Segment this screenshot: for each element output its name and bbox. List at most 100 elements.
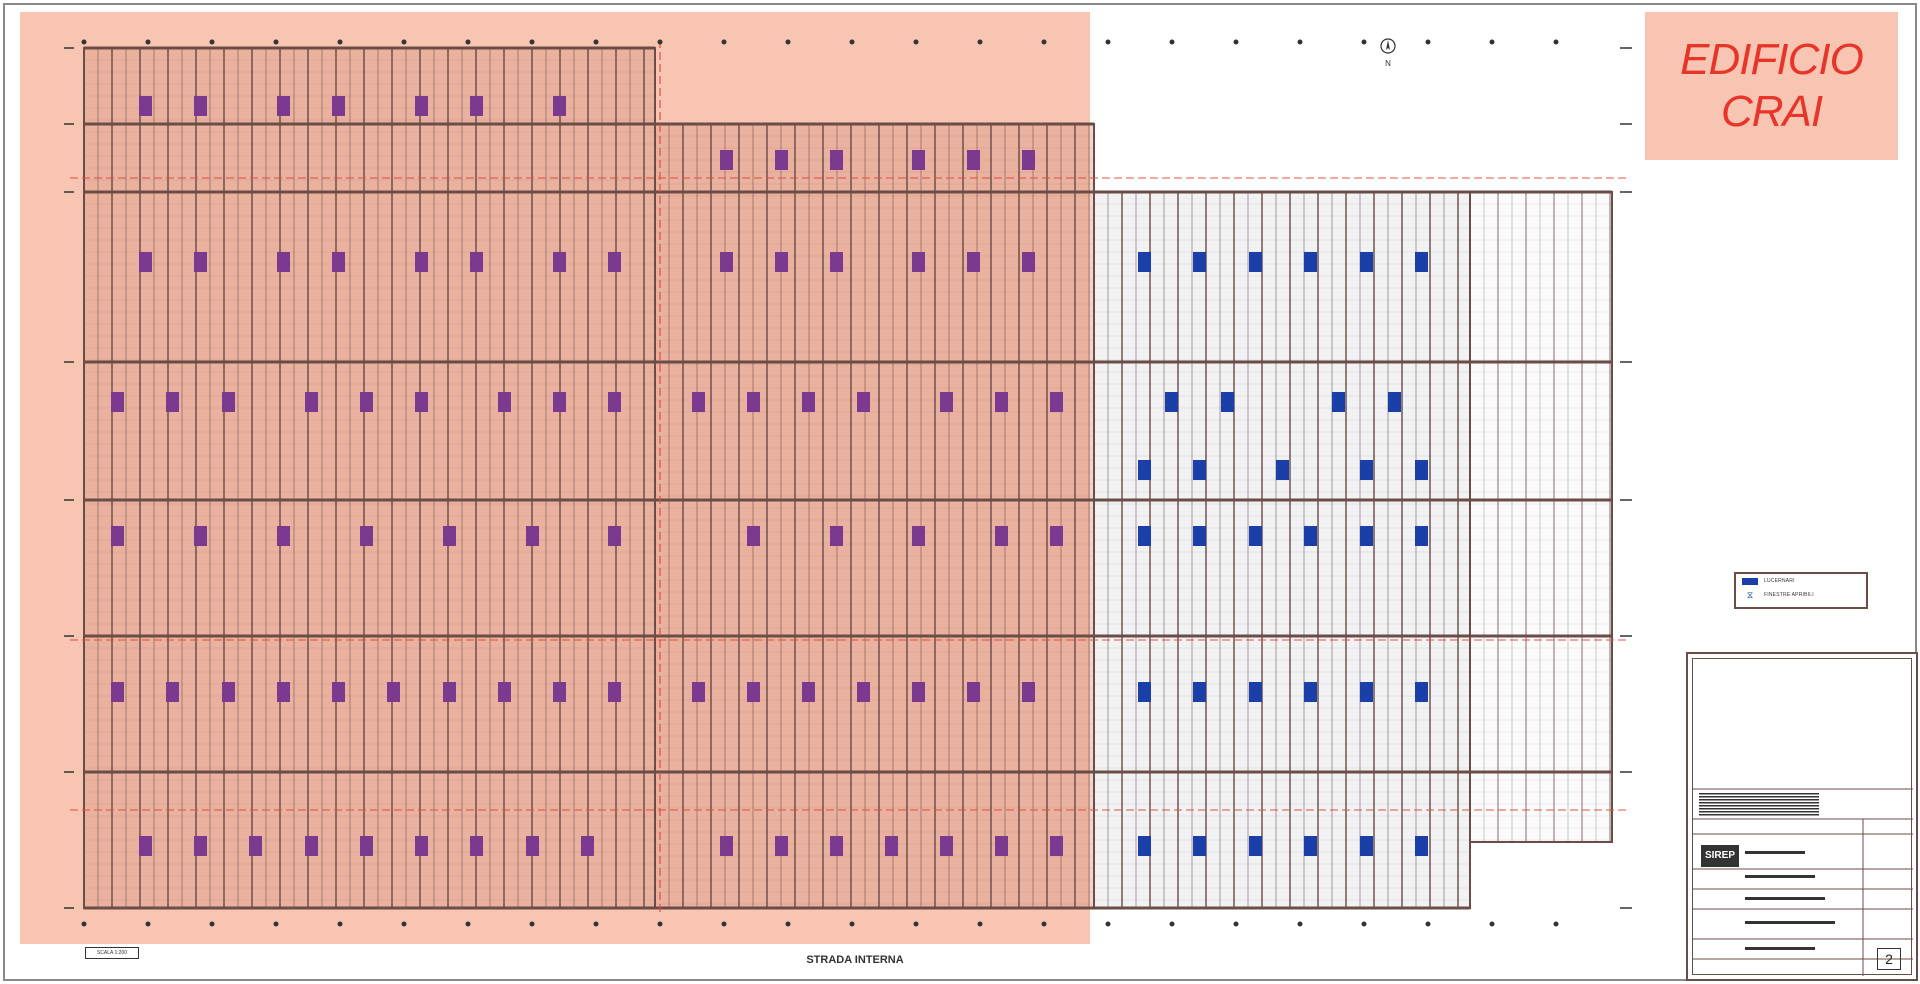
roof-block bbox=[1093, 191, 1471, 909]
roof-block bbox=[654, 123, 1095, 909]
skylight-panel bbox=[1249, 252, 1262, 272]
skylight-panel bbox=[166, 392, 179, 412]
grid-marker bbox=[465, 921, 471, 927]
skylight-panel bbox=[332, 682, 345, 702]
skylight-panel bbox=[1415, 252, 1428, 272]
skylight-panel bbox=[166, 682, 179, 702]
title-block-text-line bbox=[1699, 811, 1819, 813]
grid-marker bbox=[145, 39, 151, 45]
skylight-panel bbox=[830, 836, 843, 856]
grid-marker bbox=[1169, 921, 1175, 927]
skylight-panel bbox=[277, 682, 290, 702]
grid-marker bbox=[81, 921, 87, 927]
skylight-panel bbox=[553, 96, 566, 116]
skylight-panel bbox=[747, 526, 760, 546]
skylight-panel bbox=[1388, 392, 1401, 412]
skylight-panel bbox=[692, 682, 705, 702]
skylight-panel bbox=[912, 150, 925, 170]
skylight-panel bbox=[885, 836, 898, 856]
title-block-text-line bbox=[1699, 802, 1819, 804]
skylight-panel bbox=[277, 252, 290, 272]
grid-marker bbox=[273, 921, 279, 927]
skylight-panel bbox=[1138, 682, 1151, 702]
skylight-panel bbox=[608, 392, 621, 412]
skylight-panel bbox=[1138, 460, 1151, 480]
roof-block bbox=[1469, 191, 1613, 843]
skylight-panel bbox=[912, 252, 925, 272]
skylight-panel bbox=[967, 682, 980, 702]
grid-marker bbox=[1041, 921, 1047, 927]
legend-text: FINESTRE APRIBILI bbox=[1764, 592, 1814, 598]
skylight-panel bbox=[415, 96, 428, 116]
grid-marker bbox=[1105, 921, 1111, 927]
skylight-panel bbox=[1022, 682, 1035, 702]
sheet-border bbox=[3, 3, 1917, 981]
title-block-frame: SIREP 2 bbox=[1692, 658, 1913, 976]
title-block-text-line bbox=[1699, 796, 1819, 798]
skylight-panel bbox=[111, 392, 124, 412]
skylight-panel bbox=[1304, 526, 1317, 546]
grid-marker bbox=[913, 39, 919, 45]
grid-marker bbox=[81, 39, 87, 45]
skylight-panel bbox=[995, 836, 1008, 856]
skylight-panel bbox=[1138, 836, 1151, 856]
skylight-panel bbox=[1360, 252, 1373, 272]
skylight-panel bbox=[1138, 252, 1151, 272]
skylight-panel bbox=[1360, 526, 1373, 546]
skylight-panel bbox=[830, 150, 843, 170]
skylight-panel bbox=[498, 392, 511, 412]
skylight-panel bbox=[277, 96, 290, 116]
grid-marker bbox=[145, 921, 151, 927]
title-block-text-line bbox=[1699, 799, 1819, 801]
skylight-panel bbox=[194, 252, 207, 272]
grid-marker bbox=[1553, 921, 1559, 927]
skylight-panel bbox=[1193, 526, 1206, 546]
skylight-panel bbox=[912, 526, 925, 546]
street-label: STRADA INTERNA bbox=[806, 954, 904, 966]
sheet-number: 2 bbox=[1877, 948, 1901, 970]
grid-marker bbox=[465, 39, 471, 45]
skylight-panel bbox=[249, 836, 262, 856]
north-arrow-icon: N bbox=[1380, 38, 1396, 68]
skylight-panel bbox=[1022, 252, 1035, 272]
skylight-panel bbox=[305, 392, 318, 412]
skylight-panel bbox=[415, 252, 428, 272]
grid-marker bbox=[1105, 39, 1111, 45]
skylight-panel bbox=[111, 526, 124, 546]
title-block-lines bbox=[1693, 788, 1913, 976]
grid-marker bbox=[337, 921, 343, 927]
skylight-panel bbox=[1304, 836, 1317, 856]
grid-marker bbox=[1169, 39, 1175, 45]
skylight-panel bbox=[194, 96, 207, 116]
skylight-panel bbox=[553, 252, 566, 272]
grid-marker bbox=[1361, 39, 1367, 45]
title-block: SIREP 2 bbox=[1686, 652, 1918, 981]
skylight-panel bbox=[775, 150, 788, 170]
scale-note: SCALA 1:200 bbox=[85, 947, 139, 959]
skylight-panel bbox=[1193, 252, 1206, 272]
grid-marker bbox=[849, 921, 855, 927]
skylight-panel bbox=[360, 836, 373, 856]
legend-item: LUCERNARI bbox=[1742, 574, 1866, 588]
title-block-text-line bbox=[1745, 947, 1815, 950]
skylight-panel bbox=[1415, 460, 1428, 480]
grid-marker bbox=[1489, 921, 1495, 927]
legend: LUCERNARI ⧖ FINESTRE APRIBILI bbox=[1734, 572, 1868, 609]
grid-marker bbox=[1297, 921, 1303, 927]
skylight-panel bbox=[995, 392, 1008, 412]
grid-marker bbox=[273, 39, 279, 45]
skylight-panel bbox=[857, 392, 870, 412]
skylight-panel bbox=[305, 836, 318, 856]
skylight-panel bbox=[139, 836, 152, 856]
skylight-panel bbox=[1415, 836, 1428, 856]
skylight-panel bbox=[498, 682, 511, 702]
title-block-text-line bbox=[1699, 805, 1819, 807]
skylight-panel bbox=[1138, 526, 1151, 546]
skylight-panel bbox=[470, 252, 483, 272]
skylight-panel bbox=[277, 526, 290, 546]
grid-marker bbox=[1489, 39, 1495, 45]
title-block-text-line bbox=[1745, 921, 1835, 924]
grid-marker bbox=[1425, 39, 1431, 45]
